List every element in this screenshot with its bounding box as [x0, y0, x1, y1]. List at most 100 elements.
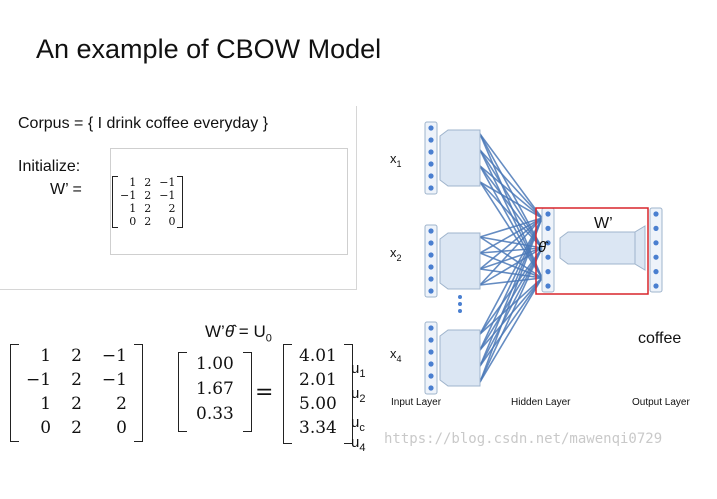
output-vector-cell: 4.01	[299, 346, 337, 366]
input-node-column-node	[428, 161, 434, 167]
w-prime-label: W’	[594, 215, 613, 232]
input-label-x1: x1	[390, 151, 402, 169]
small-matrix-cell: 0	[168, 215, 176, 228]
input-embedding-block	[439, 232, 481, 290]
connection-line	[479, 149, 543, 219]
connection-line	[479, 277, 543, 383]
small-matrix-cell: −1	[159, 176, 176, 189]
weight-matrix-cell: −1	[101, 346, 127, 366]
equation-rhs: = U	[238, 322, 266, 341]
watermark: https://blog.csdn.net/mawenqi0729	[384, 431, 663, 447]
connection-line	[479, 165, 543, 249]
input-node-column-node	[428, 125, 434, 131]
slide-title: An example of CBOW Model	[36, 34, 382, 64]
connection-line	[479, 217, 543, 270]
weight-matrix-cell: 2	[71, 418, 82, 438]
small-matrix-cell: −1	[159, 189, 176, 202]
theta-label: θ̂	[538, 239, 549, 256]
input-node-column-node	[428, 337, 434, 343]
input-node-column	[424, 121, 438, 195]
input-node-column-node	[428, 173, 434, 179]
connection-line	[479, 217, 543, 254]
weight-matrix-cell: −1	[26, 370, 52, 390]
u-label: u2	[351, 385, 366, 405]
output-node-column-node	[653, 254, 659, 260]
hidden-node-column-node	[545, 240, 551, 246]
u-label: uc	[351, 414, 365, 434]
output-node-column-node	[653, 269, 659, 275]
hidden-node-column-node	[545, 269, 551, 275]
input-vector-cell: 1.67	[196, 379, 234, 399]
connection-line	[479, 181, 543, 219]
ellipsis-dot	[458, 302, 462, 306]
input-node-column	[424, 321, 438, 395]
input-label-x4: x4	[390, 346, 402, 364]
weight-matrix-cell: 2	[71, 394, 82, 414]
output-vector-cell: 2.01	[299, 370, 337, 390]
connection-line	[479, 268, 543, 279]
input-node-column-node	[428, 288, 434, 294]
input-vector-cell: 1.00	[196, 354, 234, 374]
small-matrix-cell: 0	[129, 215, 137, 228]
connection-line	[479, 217, 543, 335]
u-label: u1	[351, 360, 366, 380]
u-label: u4	[351, 434, 366, 454]
connection-line	[479, 247, 543, 270]
small-matrix-cell: 1	[129, 176, 137, 189]
input-node-column-node	[428, 276, 434, 282]
small-matrix-cell: 2	[144, 176, 152, 189]
input-node-column-node	[428, 385, 434, 391]
input-node-column	[424, 224, 438, 298]
weight-matrix-cell: 1	[40, 346, 52, 366]
output-vector: 4.01 2.01 5.00 3.34	[283, 344, 353, 444]
hidden-node-column-node	[545, 283, 551, 289]
connection-line	[479, 165, 543, 219]
corpus-text: Corpus = { I drink coffee everyday }	[18, 115, 269, 132]
output-node-column-node	[653, 225, 659, 231]
small-matrix-cell: 2	[144, 202, 152, 215]
connection-line	[479, 217, 543, 238]
connection-line	[479, 247, 543, 286]
output-node-column-node	[653, 283, 659, 289]
input-node-column-node	[428, 361, 434, 367]
weight-matrix-cell: 2	[116, 394, 127, 414]
weight-matrix-cell: 2	[71, 346, 82, 366]
input-embedding-block	[439, 129, 481, 187]
hidden-node-column-node	[545, 225, 551, 231]
equation-rhs-sub: 0	[265, 332, 272, 345]
highlight-box	[535, 207, 649, 295]
ellipsis-dot	[458, 295, 462, 299]
output-vector-cell: 5.00	[299, 394, 337, 414]
input-embedding-block	[439, 329, 481, 387]
equals-sign: =	[255, 380, 274, 405]
output-node-column-node	[653, 211, 659, 217]
weight-matrix-cell: −1	[101, 370, 127, 390]
ellipsis-dot	[458, 309, 462, 313]
hidden-layer-caption: Hidden Layer	[511, 397, 571, 408]
small-matrix-cell: 2	[144, 215, 152, 228]
weight-matrix-cell: 0	[116, 418, 127, 438]
small-matrix-cell: −1	[120, 189, 137, 202]
input-node-column-node	[428, 325, 434, 331]
output-vector-cell: 3.34	[299, 418, 337, 438]
input-node-column-node	[428, 228, 434, 234]
connection-line	[479, 217, 543, 351]
weight-matrix-cell: 2	[71, 370, 82, 390]
connection-line	[479, 217, 543, 286]
hidden-node-column-node	[545, 254, 551, 260]
hidden-node-column-node	[545, 211, 551, 217]
connection-line	[479, 277, 543, 286]
output-layer-caption: Output Layer	[632, 397, 690, 408]
input-node-column-node	[428, 252, 434, 258]
connection-line	[479, 133, 543, 219]
input-node-column-node	[428, 264, 434, 270]
left-top-panel	[0, 106, 357, 290]
connection-line	[479, 247, 543, 367]
small-matrix-cell: 2	[168, 202, 176, 215]
output-word-label: coffee	[638, 330, 681, 347]
matrix-box	[110, 148, 348, 255]
connection-line	[479, 277, 543, 367]
